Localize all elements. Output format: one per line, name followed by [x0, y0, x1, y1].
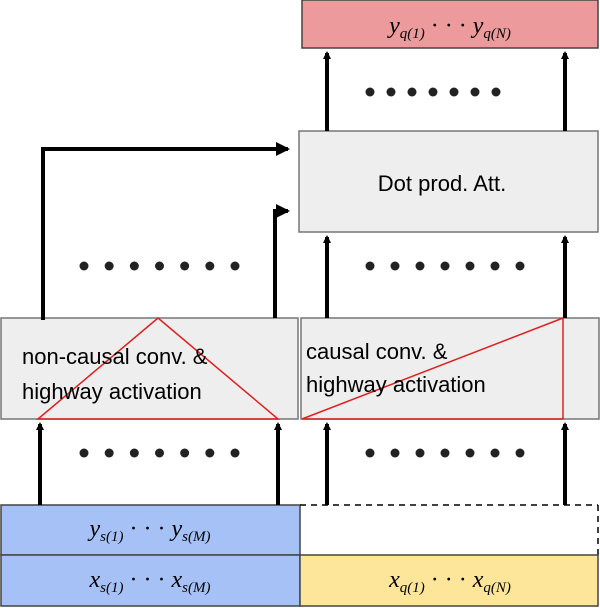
ellipsis-dot	[470, 87, 480, 97]
ellipsis-dot	[230, 448, 240, 458]
decoder-label-line-1: causal conv. &	[306, 339, 448, 364]
source-y-sub-2: s(M)	[182, 529, 210, 545]
ellipsis-dot	[440, 261, 450, 271]
ellipsis-dot	[205, 261, 215, 271]
decoder-box	[300, 317, 600, 420]
ellipsis-dot	[490, 448, 500, 458]
ellipsis-dots-decoder-lower	[365, 448, 525, 458]
ellipsis-dot	[104, 448, 114, 458]
ellipsis-dot	[104, 261, 114, 271]
source-y-main-2: y	[169, 516, 182, 542]
ellipsis-dot	[465, 261, 475, 271]
encoder-label-line-1: non-causal conv. &	[22, 344, 208, 369]
target-x-sub-2: q(N)	[483, 580, 511, 596]
decoder-triangle	[301, 316, 564, 420]
target-x-label: xq(1) · · · xq(N)	[388, 567, 511, 596]
source-y-main-1: y	[88, 516, 101, 542]
ellipsis-dot	[365, 448, 375, 458]
source-x-label: xs(1) · · · xs(M)	[89, 567, 211, 596]
source-y-sub-1: s(1)	[100, 529, 123, 545]
encoder-box	[0, 317, 299, 420]
source-x-main-1: x	[89, 567, 101, 593]
ellipsis-dots-output	[365, 87, 501, 97]
ellipsis-dot	[515, 448, 525, 458]
target-x-sub-1: q(1)	[400, 580, 425, 596]
ellipsis-dot	[155, 261, 164, 271]
ellipsis-dot	[180, 261, 190, 271]
ellipsis-dot	[155, 448, 164, 458]
ellipsis-dot	[515, 261, 525, 271]
output-label: yq(1) · · · yq(N)	[387, 13, 511, 42]
ellipsis-dot	[129, 261, 139, 271]
ellipsis-dot	[449, 87, 459, 97]
source-x-sub-1: s(1)	[100, 580, 123, 596]
ellipsis-dots-decoder-upper	[365, 261, 525, 271]
ellipsis-dot	[386, 87, 396, 97]
ellipsis-dot	[491, 87, 501, 97]
ellipsis-dot	[129, 448, 139, 458]
source-y-label: ys(1) · · · ys(M)	[88, 516, 211, 545]
ellipsis-dot	[440, 448, 450, 458]
ellipsis-dot	[79, 261, 89, 271]
ellipsis-dot	[79, 448, 89, 458]
ellipsis-dot	[180, 448, 190, 458]
output-sub-1: q(1)	[400, 26, 425, 42]
ellipsis-dot	[415, 448, 425, 458]
encoder-label-line-2: highway activation	[22, 379, 202, 404]
ellipsis-dots-encoder-lower	[79, 448, 240, 458]
output-sub-2: q(N)	[483, 26, 511, 42]
target-x-box	[299, 554, 599, 607]
source-x-box	[0, 554, 301, 607]
ellipsis-dot	[205, 448, 215, 458]
ellipsis-dot	[428, 87, 438, 97]
ellipsis-dot	[490, 261, 500, 271]
ellipsis-dot	[390, 261, 400, 271]
target-x-main-2: x	[472, 567, 484, 593]
ellipsis-dot	[390, 448, 400, 458]
ellipsis-dot	[365, 87, 375, 97]
source-x-sub-2: s(M)	[182, 580, 210, 596]
output-main-1: y	[387, 13, 400, 39]
attention-box	[298, 130, 599, 233]
ellipsis-dot	[230, 261, 240, 271]
arrow-encoder-keys-to-attention	[41, 142, 290, 320]
ellipsis-dot	[407, 87, 417, 97]
ellipsis-dots-encoder-upper	[79, 261, 240, 271]
output-box	[301, 0, 599, 49]
ellipsis-dot	[415, 261, 425, 271]
decoder-label-line-2: highway activation	[306, 372, 486, 397]
target-x-main-1: x	[388, 567, 400, 593]
output-main-2: y	[471, 13, 484, 39]
ellipsis-dot	[365, 261, 375, 271]
ellipsis-dot	[465, 448, 475, 458]
source-x-main-2: x	[170, 567, 182, 593]
source-y-box	[0, 504, 301, 556]
encoder-triangle	[35, 317, 281, 420]
attention-label: Dot prod. Att.	[378, 171, 506, 196]
arrow-encoder-values-to-attention	[273, 204, 290, 318]
